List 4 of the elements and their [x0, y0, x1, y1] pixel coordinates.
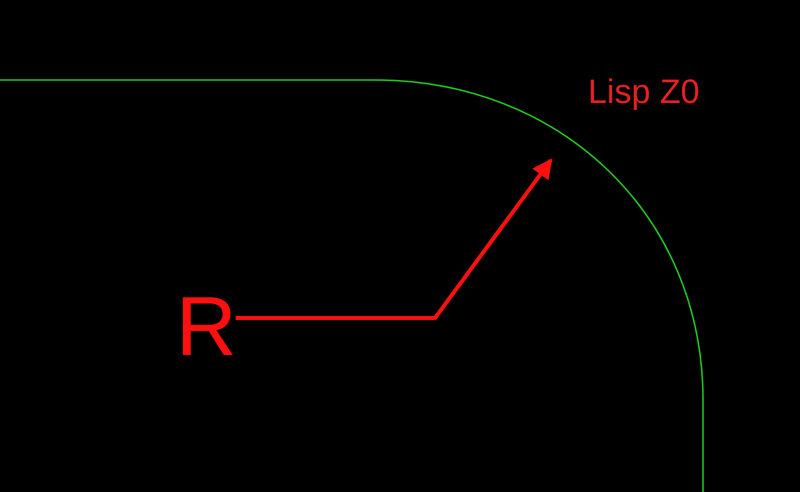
layer-label: Lisp Z0	[588, 75, 700, 109]
radius-label: R	[176, 284, 237, 368]
rounded-corner-outline	[0, 79, 704, 492]
leader-line	[236, 158, 553, 320]
